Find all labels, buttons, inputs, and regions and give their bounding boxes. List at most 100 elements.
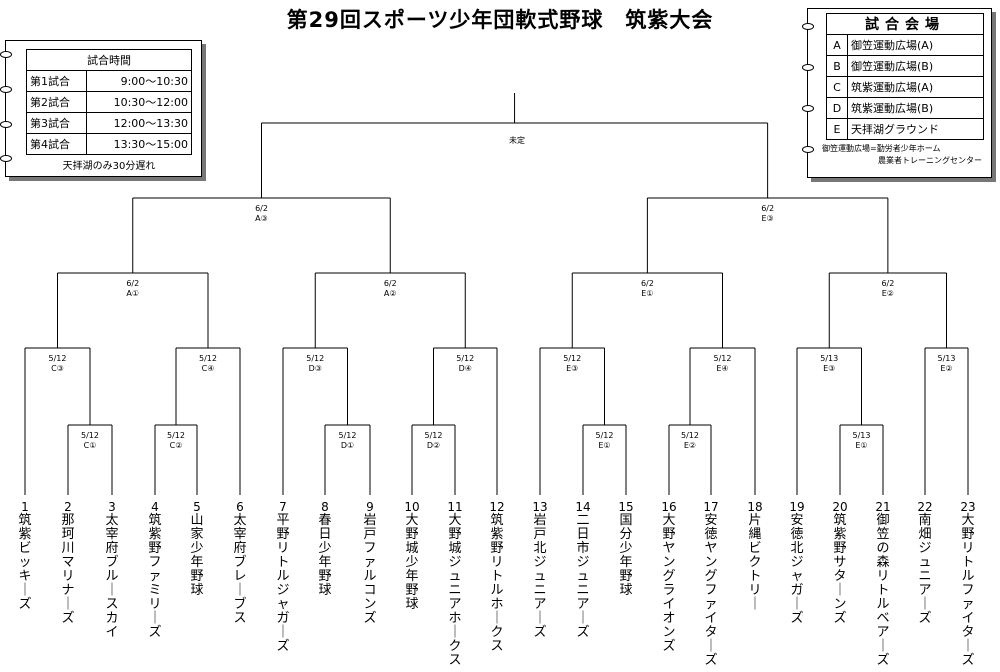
team-name-char: ｜	[233, 583, 247, 598]
match-date: 5/12	[306, 354, 325, 363]
match-date: 6/2	[761, 204, 775, 213]
team-name-char: 紫	[833, 527, 847, 542]
team-name-char: 筑	[833, 513, 847, 528]
team-number: 17	[703, 500, 719, 514]
team-name-char: 畑	[918, 527, 932, 542]
team-name-char: リ	[876, 569, 890, 584]
team-name-char: ズ	[363, 611, 377, 626]
team-number: 12	[489, 500, 505, 514]
team-name-char: コ	[363, 583, 377, 598]
team-name-char: 紫	[490, 527, 504, 542]
match-venue: C③	[51, 364, 64, 373]
team-name-char: 筑	[18, 513, 32, 528]
match-date: 5/12	[681, 431, 699, 440]
team-name-char: 筑	[148, 513, 162, 528]
team-name-char: ア	[918, 583, 932, 598]
match-date: 5/12	[338, 431, 357, 440]
team-name-char: ホ	[448, 611, 462, 626]
team-name-char: ク	[448, 639, 462, 654]
match-venue: C②	[169, 441, 183, 450]
team-name-char: カ	[105, 611, 119, 626]
team-name-char: 少	[405, 555, 419, 570]
team-name-char: 岩	[363, 513, 377, 528]
team-name-char: ｜	[276, 625, 290, 640]
team-name-char: タ	[704, 625, 718, 640]
match-date: 5/13	[937, 354, 956, 363]
team-name-char: 城	[405, 541, 419, 556]
team-name-char: 府	[233, 541, 247, 556]
team-name-char: 戸	[363, 527, 377, 542]
match-date: 5/13	[820, 354, 839, 363]
team-name-char: ァ	[704, 597, 718, 612]
match-date: 5/12	[81, 431, 99, 440]
team-number: 22	[917, 500, 933, 514]
team-name-char: ア	[448, 597, 462, 612]
team-name-char: レ	[233, 569, 247, 584]
team-name-char: 二	[576, 513, 590, 528]
team-name-char: 野	[833, 541, 847, 556]
team-name-char: タ	[961, 625, 975, 640]
binder-ring	[0, 155, 12, 162]
match-label: 第2試合	[25, 91, 88, 113]
team-name-char: 野	[318, 569, 332, 584]
team-name-char: ジ	[276, 583, 290, 598]
team-name-char: ン	[363, 597, 377, 612]
team-name-char: フ	[961, 583, 975, 598]
team-number: 7	[279, 500, 287, 514]
team-name-char: ブ	[105, 555, 119, 570]
team-name-char: 那	[61, 513, 75, 528]
team-name-char: ル	[276, 569, 290, 584]
match-venue: E②	[683, 441, 697, 450]
venue-name: 御笠運動広場(B)	[847, 55, 984, 77]
team-name-char: 大	[448, 513, 462, 528]
match-date: 6/2	[126, 279, 140, 288]
team-name-char: 野	[405, 583, 419, 598]
match-venue: C④	[201, 364, 215, 373]
team-number: 15	[618, 500, 634, 514]
team-name-char: リ	[61, 569, 75, 584]
team-name-char: 筑	[490, 513, 504, 528]
team-name-char: 宰	[105, 527, 119, 542]
team-number: 6	[236, 500, 244, 514]
team-name-char: 少	[619, 541, 633, 556]
team-name-char: ブ	[233, 597, 247, 612]
team-name-char: ュ	[448, 569, 462, 584]
team-name-char: ｜	[448, 625, 462, 640]
team-name-char: 野	[619, 569, 633, 584]
match-venue: A①	[126, 289, 140, 298]
team-name-char: リ	[748, 583, 762, 598]
match-date: 5/12	[167, 431, 185, 440]
team-name-char: イ	[961, 611, 975, 626]
team-name-char: ミ	[148, 583, 162, 598]
team-name-char: ャ	[276, 597, 290, 612]
team-name-char: ｜	[918, 597, 932, 612]
team-name-char: 球	[190, 583, 204, 598]
team-number: 21	[875, 500, 891, 514]
team-name-char: ｜	[61, 597, 75, 612]
team-name-char: ズ	[918, 611, 932, 626]
team-name-char: ｜	[533, 611, 547, 626]
team-name-char: ル	[490, 583, 504, 598]
team-name-char: ｜	[148, 611, 162, 626]
match-date: 5/12	[199, 354, 217, 363]
team-name-char: ｜	[748, 597, 762, 612]
match-venue: E④	[716, 364, 729, 373]
binder-ring	[0, 121, 12, 128]
